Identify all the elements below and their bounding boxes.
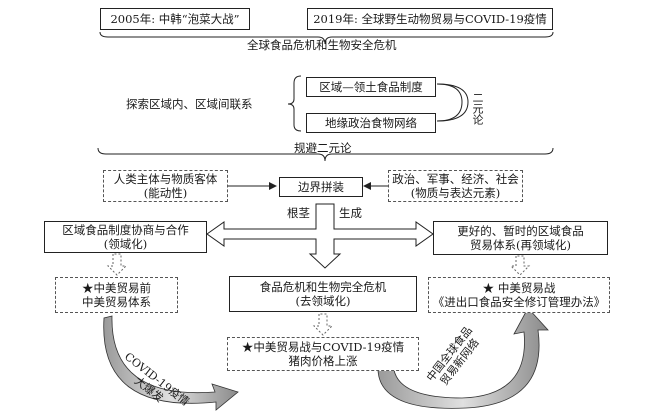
- pre-trade-war-box: ★中美贸易前 中美贸易体系: [55, 277, 178, 313]
- top-brace: [99, 31, 554, 45]
- dualism-arc: [436, 83, 469, 122]
- lower-brace: [97, 147, 554, 162]
- deterritorialization-box: 食品危机和生物完全危机 (去领域化): [229, 276, 417, 312]
- reterritorialization-box: 更好的、暂时的区域食品 贸易体系(再领域化): [433, 221, 608, 255]
- rhizome-label: 根茎: [287, 206, 310, 220]
- territorial-food-system-box: 区域—领土食品制度: [306, 77, 436, 97]
- generate-label: 生成: [339, 206, 362, 220]
- territorialization-box: 区域食品制度协商与合作 (领域化): [44, 221, 207, 253]
- boundary-assemblage-box: 边界拼装: [279, 177, 363, 197]
- dualism-label: 二元论: [471, 92, 484, 125]
- politics-elements-box: 政治、军事、经济、社会 (物质与表达元素): [388, 170, 523, 202]
- geopolitical-food-network-box: 地缘政治食物网络: [306, 113, 436, 133]
- pork-price-box: ★中美贸易战与COVID-19疫情 猪肉价格上涨: [227, 337, 419, 371]
- right-swoosh-arrow: [377, 307, 549, 409]
- left-swoosh-arrow: [103, 315, 239, 411]
- human-material-box: 人类主体与物质客体 (能动性): [103, 170, 228, 202]
- trade-war-regulation-box: ★ 中美贸易战 《进出口食品安全修订管理办法》: [428, 277, 610, 313]
- explore-label: 探索区域内、区域间联系: [126, 97, 253, 111]
- left-brace: [287, 75, 302, 132]
- event-2005-box: 2005年: 中韩“泡菜大战”: [100, 8, 250, 30]
- avoid-dualism-label: 规避二元论: [294, 141, 352, 155]
- big-double-arrow: [206, 203, 434, 269]
- crisis-banner: 全球食品危机和生物安全危机: [247, 38, 397, 52]
- event-2019-box: 2019年: 全球野生动物贸易与COVID-19疫情: [307, 8, 553, 30]
